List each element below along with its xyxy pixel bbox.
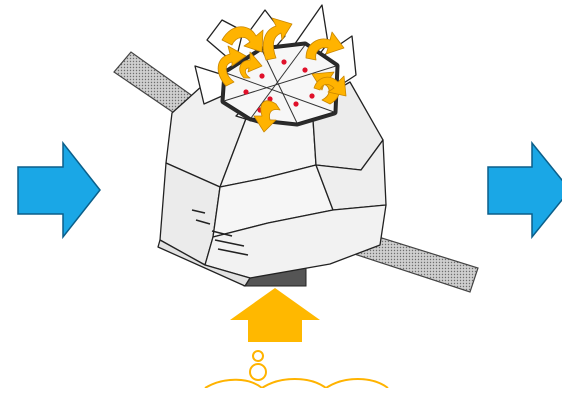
- right-flow-arrow: [487, 140, 562, 240]
- release-arrows: [217, 17, 347, 133]
- vent-slits: [191, 209, 249, 256]
- exhaust-plume: [204, 350, 389, 389]
- hatch-segments: [223, 44, 337, 124]
- left-flow-arrow: [17, 140, 101, 240]
- thrust-up-arrow: [230, 288, 320, 342]
- spacecraft-body: [157, 75, 387, 287]
